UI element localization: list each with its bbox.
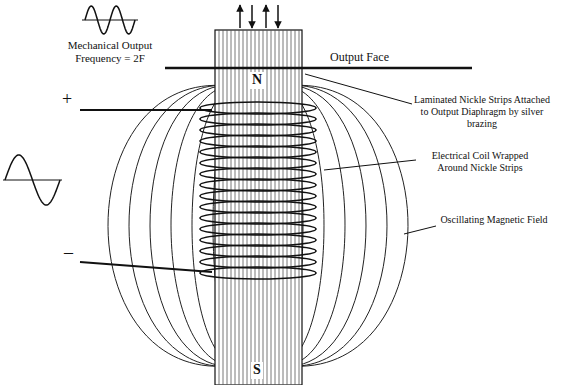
strip-line [219,30,220,385]
strip-line [295,30,296,385]
strip-line [299,30,300,385]
strip-line [275,30,276,385]
terminal-sign: + [62,89,72,111]
positive-lead [80,109,212,111]
terminal-sign: – [64,242,73,264]
output-caption: Mechanical Output Frequency = 2F [55,39,165,65]
strip-line [291,30,292,385]
strip-label: Laminated Nickle Strips Attached to Outp… [414,94,550,130]
strip-line [247,30,248,385]
strip-line [239,30,240,385]
strip-laminations [219,30,299,385]
coil-label: Electrical Coil Wrapped Around Nickle St… [418,150,542,174]
strip-line [279,30,280,385]
strip-line [267,30,268,385]
waveform-axis [3,180,62,181]
nickel-strips [215,30,302,385]
face-label: Output Face [330,50,389,64]
strip-line [283,30,284,385]
strip-line [231,30,232,385]
coil-windings [200,102,316,279]
pole-label: S [251,362,263,379]
strip-line [227,30,228,385]
strip-line [223,30,224,385]
waveform-axis [82,20,138,21]
strip-line [235,30,236,385]
field-label: Oscillating Magnetic Field [438,214,550,226]
pole-label: N [250,72,264,89]
strip-line [243,30,244,385]
strip-line [287,30,288,385]
strip-line [271,30,272,385]
vibration-arrows [240,5,278,28]
output-face [165,67,472,70]
coil-turn [200,267,316,279]
negative-lead [80,262,212,272]
